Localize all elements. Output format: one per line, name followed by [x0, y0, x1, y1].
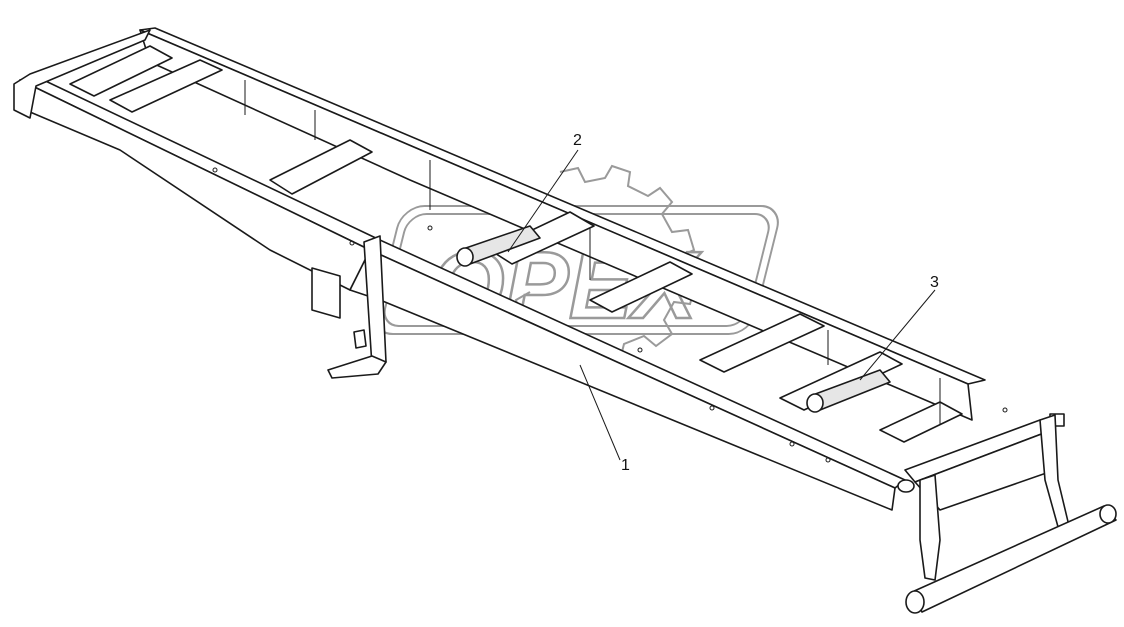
landing-gear-foot — [327, 355, 387, 379]
cross-member-3 — [269, 139, 373, 195]
chassis-frame — [13, 27, 1117, 614]
mounting-hole — [709, 405, 715, 411]
rear-bumper-tube — [911, 505, 1117, 613]
roller-2 — [456, 225, 541, 267]
mounting-hole — [637, 347, 643, 353]
rear-pin-left — [897, 479, 915, 493]
mounting-hole — [789, 441, 795, 447]
cross-member-5 — [589, 261, 693, 313]
cross-member-4 — [489, 211, 595, 265]
callout-leader — [859, 289, 936, 381]
mounting-hole — [1002, 407, 1008, 413]
mounting-hole — [427, 225, 433, 231]
side-mount-plate — [311, 267, 341, 319]
rear-bumper-end — [905, 590, 925, 614]
rear-bracket-left — [919, 474, 941, 581]
callout-3: 3 — [859, 274, 939, 381]
cross-member-2 — [109, 59, 223, 113]
near-rail-web-rear — [349, 249, 896, 511]
callout-leader — [579, 364, 621, 461]
callout-label: 3 — [930, 274, 939, 291]
callout-1: 1 — [579, 364, 630, 474]
cross-member-1 — [69, 45, 173, 97]
rear-bracket-right — [1039, 414, 1071, 535]
callout-leader — [507, 149, 579, 253]
cross-member-8 — [879, 401, 963, 443]
rear-bumper-end — [1099, 504, 1117, 524]
landing-gear-guide — [353, 329, 367, 349]
callout-label: 1 — [621, 457, 630, 474]
cross-member-6 — [699, 313, 825, 373]
mounting-hole — [825, 457, 831, 463]
front-end-cap — [13, 29, 151, 119]
mounting-hole — [349, 240, 355, 246]
mounting-hole — [212, 167, 218, 173]
callout-2: 2 — [507, 132, 582, 253]
roller-3 — [806, 369, 891, 413]
callout-label: 2 — [573, 132, 582, 149]
